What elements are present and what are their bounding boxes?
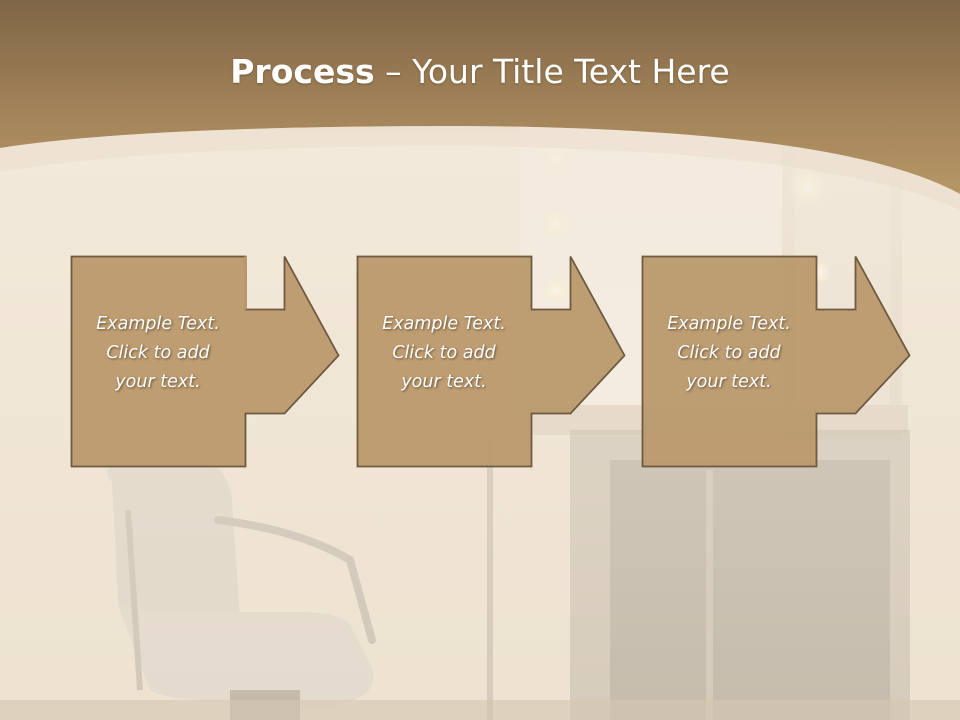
step-3-line-3: your text.	[686, 372, 772, 392]
process-step-2[interactable]: Example Text. Click to add your text.	[356, 255, 697, 468]
step-3-line-1: Example Text.	[667, 314, 791, 334]
step-1-line-3: your text.	[115, 372, 201, 392]
step-1-text[interactable]: Example Text. Click to add your text.	[71, 310, 245, 397]
step-2-line-3: your text.	[401, 372, 487, 392]
title-bold-word: Process	[230, 52, 375, 91]
step-1-line-2: Click to add	[106, 343, 210, 363]
step-3-line-2: Click to add	[677, 343, 781, 363]
step-2-text[interactable]: Example Text. Click to add your text.	[357, 310, 531, 397]
title-rest-text: – Your Title Text Here	[374, 52, 730, 91]
step-1-arrow-shape	[70, 255, 340, 468]
step-2-arrow-shape	[356, 255, 626, 468]
step-1-line-1: Example Text.	[96, 314, 220, 334]
step-3-text[interactable]: Example Text. Click to add your text.	[642, 310, 816, 397]
process-step-1[interactable]: Example Text. Click to add your text.	[70, 255, 411, 468]
step-2-line-1: Example Text.	[382, 314, 506, 334]
step-2-line-2: Click to add	[392, 343, 496, 363]
step-3-arrow-shape	[641, 255, 911, 468]
process-step-3[interactable]: Example Text. Click to add your text.	[641, 255, 960, 468]
slide-title[interactable]: Process – Your Title Text Here	[0, 52, 960, 91]
